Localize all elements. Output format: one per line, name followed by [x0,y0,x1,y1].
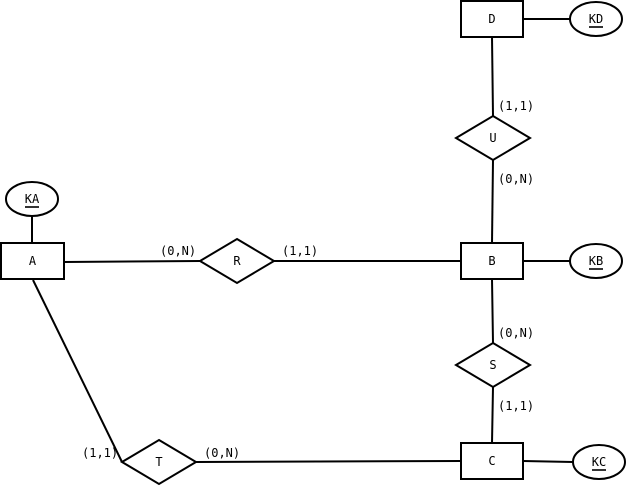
edge-s-c [491,386,494,444]
edge-t-c [195,460,462,463]
cardinality-a-r: (0,N) [160,244,196,258]
cardinality-t-c: (0,N) [204,446,240,460]
attribute-kb-label: KB [589,254,603,268]
relationship-r-label: R [233,254,241,268]
cardinality-a-t: (1,1) [82,446,118,460]
edge-b-s [491,278,494,344]
attribute-ka[interactable]: KA [5,181,59,217]
cardinality-r-b: (1,1) [282,244,318,258]
relationship-s-label: S [489,358,496,372]
cardinalities: (0,N) (1,1) (1,1) (0,N) (1,1) (0,N) (0,N… [82,99,534,460]
cardinality-b-s: (0,N) [498,326,534,340]
cardinality-u-b: (0,N) [498,172,534,186]
entity-c[interactable]: C [460,442,524,480]
edge-d-u [491,36,494,117]
relationship-u-label: U [489,131,496,145]
relationship-s[interactable]: S [454,341,532,389]
attribute-kc-label: KC [592,455,606,469]
entity-a[interactable]: A [0,242,65,280]
attribute-ka-label: KA [25,192,40,206]
entity-b[interactable]: B [460,242,524,280]
attribute-kd[interactable]: KD [569,1,623,37]
entity-b-label: B [488,254,495,268]
edge-c-kc [522,460,574,463]
edge-u-b [491,159,494,244]
attribute-kb[interactable]: KB [569,243,623,279]
cardinality-s-c: (1,1) [498,399,534,413]
edge-a-t [32,279,123,463]
edge-a-r [63,260,201,263]
entity-a-label: A [29,254,37,268]
entity-d-label: D [488,12,495,26]
attribute-kc[interactable]: KC [572,444,626,480]
relationship-t[interactable]: T [120,438,198,486]
entity-d[interactable]: D [460,0,524,38]
relationship-t-label: T [155,455,162,469]
attribute-kd-label: KD [589,12,603,26]
edges [31,18,574,463]
cardinality-d-u: (1,1) [498,99,534,113]
entity-c-label: C [488,454,495,468]
relationship-u[interactable]: U [454,114,532,162]
relationship-r[interactable]: R [198,237,276,285]
